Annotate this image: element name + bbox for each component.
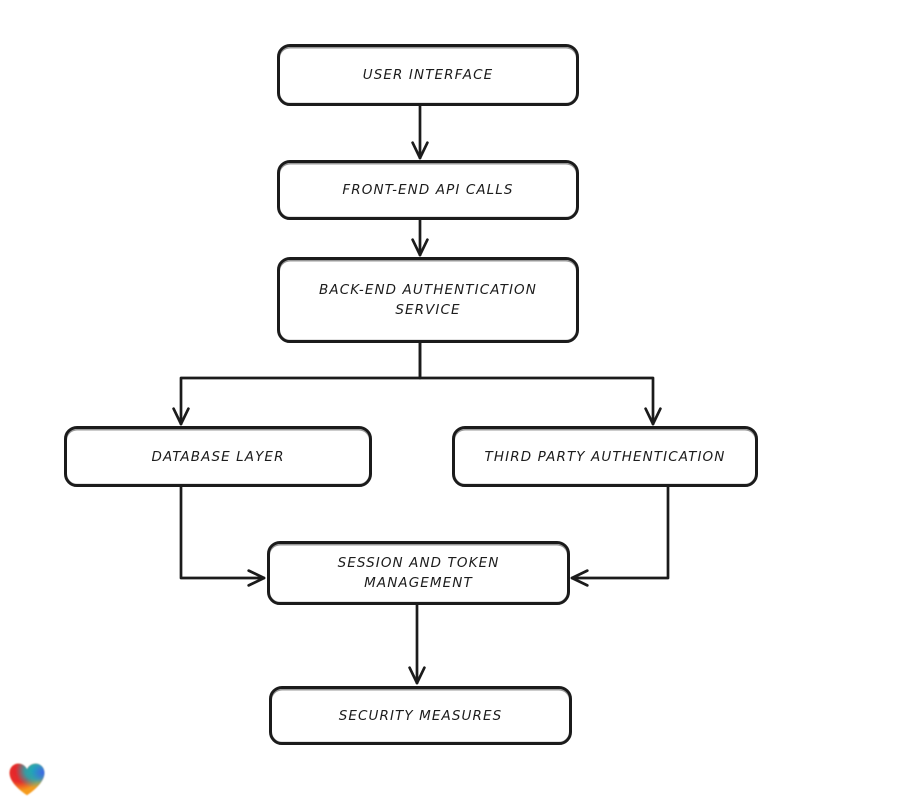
node-security-measures: SECURITY MEASURES (269, 686, 572, 745)
arrowhead-icon (247, 569, 266, 587)
node-back-end-authentication-service: BACK-END AUTHENTICATION SERVICE (277, 257, 579, 343)
node-user-interface: USER INTERFACE (277, 44, 579, 106)
arrowhead-icon (172, 407, 190, 426)
node-third-party-authentication: THIRD PARTY AUTHENTICATION (452, 426, 758, 487)
node-label: FRONT-END API CALLS (342, 182, 514, 198)
node-label: DATABASE LAYER (151, 448, 285, 465)
node-front-end-api-calls: FRONT-END API CALLS (277, 160, 579, 220)
node-label: SESSION AND TOKEN (337, 555, 500, 571)
arrowhead-icon (570, 569, 589, 587)
arrowhead-icon (411, 238, 429, 257)
arrowhead-icon (408, 666, 426, 685)
node-label: MANAGEMENT (364, 575, 473, 591)
gradient-heart-logo (9, 763, 45, 796)
node-label: SECURITY MEASURES (338, 707, 503, 724)
edge-third-party-auth-to-session-token (570, 485, 670, 580)
edge-back-end-auth-to-third-party-auth (418, 341, 655, 426)
arrowhead-icon (644, 407, 662, 426)
node-session-and-token-management: SESSION AND TOKEN MANAGEMENT (267, 541, 570, 605)
arrowhead-icon (411, 141, 429, 160)
node-label: THIRD PARTY AUTHENTICATION (484, 448, 726, 465)
node-database-layer: DATABASE LAYER (64, 426, 372, 487)
node-label: BACK-END AUTHENTICATION (319, 282, 537, 298)
node-label: USER INTERFACE (362, 67, 494, 83)
heart-shape (9, 763, 45, 796)
edge-database-layer-to-session-token (179, 485, 266, 580)
node-label: SERVICE (395, 302, 461, 318)
